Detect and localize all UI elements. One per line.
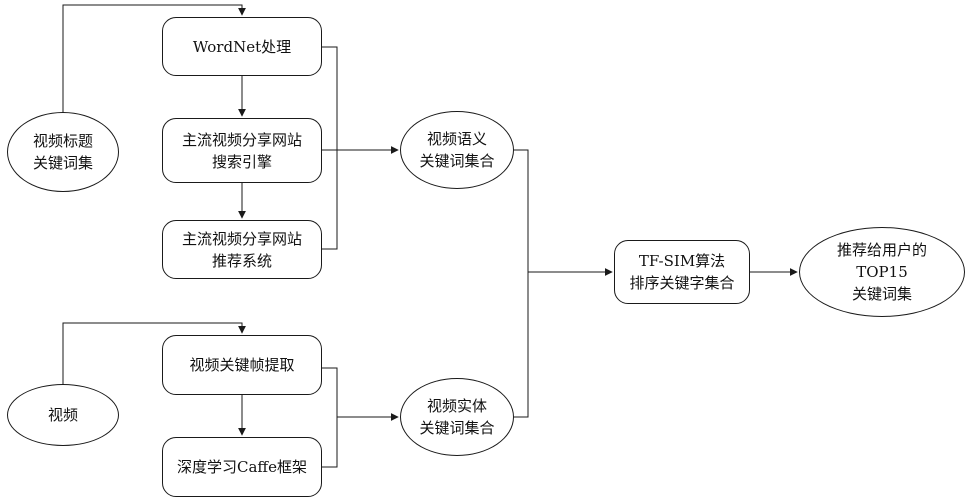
node-label-line: 主流视频分享网站	[182, 228, 302, 250]
node-video: 视频	[7, 384, 119, 446]
node-video-title-keywords: 视频标题 关键词集	[7, 112, 119, 192]
node-label-line: 主流视频分享网站	[182, 129, 302, 151]
node-label-line: 视频关键帧提取	[189, 354, 294, 376]
node-top15: 推荐给用户的 TOP15 关键词集	[799, 227, 965, 317]
node-tfsim: TF-SIM算法 排序关键字集合	[614, 240, 750, 304]
node-label-line: 关键词集合	[419, 150, 494, 172]
node-label-line: 视频标题	[33, 130, 93, 152]
node-entity-keywords: 视频实体 关键词集合	[400, 378, 514, 456]
node-label-line: 关键词集	[33, 152, 93, 174]
node-label-line: 视频	[48, 404, 78, 426]
bracket-merge	[514, 150, 528, 417]
node-keyframe-extract: 视频关键帧提取	[162, 335, 322, 395]
node-semantic-keywords: 视频语义 关键词集合	[400, 111, 514, 189]
node-label-line: 推荐系统	[212, 250, 272, 272]
node-label-line: 视频语义	[427, 128, 487, 150]
node-label-line: 推荐给用户的	[837, 239, 927, 261]
node-label-line: 搜索引擎	[212, 151, 272, 173]
bracket-bottom-group	[322, 368, 337, 467]
node-label-line: TF-SIM算法	[639, 250, 725, 272]
node-wordnet: WordNet处理	[162, 17, 322, 76]
node-label-line: 深度学习Caffe框架	[177, 456, 307, 478]
bracket-top-group	[322, 47, 337, 249]
node-label-line: 关键词集合	[419, 417, 494, 439]
node-label-line: 关键词集	[852, 283, 912, 305]
node-recommend-system: 主流视频分享网站 推荐系统	[162, 220, 322, 279]
node-search-engine: 主流视频分享网站 搜索引擎	[162, 118, 322, 183]
node-label-line: 排序关键字集合	[629, 272, 734, 294]
node-label-line: TOP15	[856, 261, 907, 283]
node-caffe: 深度学习Caffe框架	[162, 437, 322, 497]
node-label-line: WordNet处理	[193, 36, 291, 58]
node-label-line: 视频实体	[427, 395, 487, 417]
